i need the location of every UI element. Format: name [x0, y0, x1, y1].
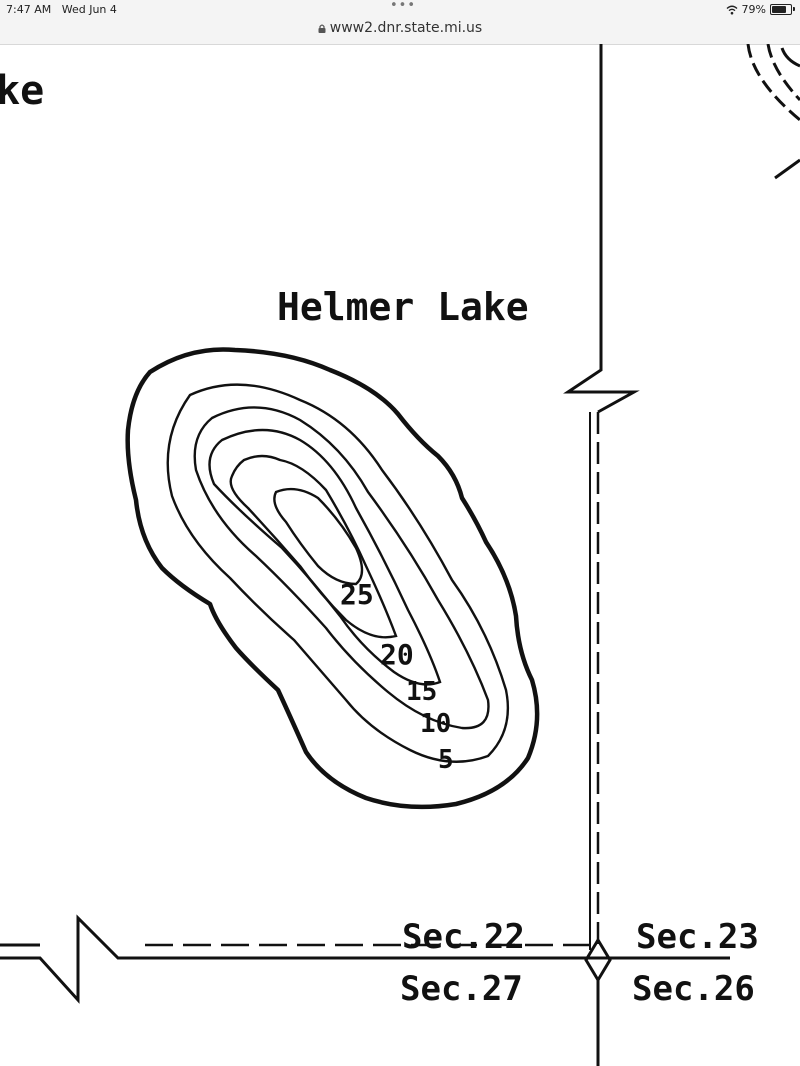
battery-fill	[772, 6, 787, 13]
lake-map: ke 25 20 15 10 5 Helmer Lake	[0, 44, 800, 1066]
section-line-east	[563, 44, 640, 1066]
depth-label-5: 5	[438, 745, 454, 775]
lake-name-label: Helmer Lake	[277, 285, 529, 329]
partial-lake-label: ke	[0, 68, 44, 114]
section-labels: Sec.22 Sec.23 Sec.27 Sec.26	[400, 917, 759, 1009]
section-corner-marker	[584, 937, 612, 983]
contour-20	[229, 454, 398, 639]
depth-label-15: 15	[406, 677, 437, 707]
url-text: www2.dnr.state.mi.us	[329, 20, 483, 36]
clock: 7:47 AM Wed Jun 4	[6, 3, 117, 16]
contour-5	[166, 383, 510, 763]
section-label-26: Sec.26	[632, 969, 755, 1009]
section-label-23: Sec.23	[636, 917, 759, 957]
time-text: 7:47 AM	[6, 3, 52, 16]
contour-labels: 25 20 15 10 5	[340, 578, 454, 775]
more-dots-icon[interactable]: •••	[390, 0, 417, 13]
contour-25	[273, 487, 364, 586]
address-bar[interactable]: www2.dnr.state.mi.us	[0, 20, 800, 36]
lock-icon	[318, 24, 326, 33]
battery-icon	[770, 4, 795, 15]
section-label-27: Sec.27	[400, 969, 523, 1009]
wifi-icon	[726, 5, 738, 14]
depth-label-25: 25	[340, 578, 374, 611]
contour-15	[208, 428, 442, 686]
status-bar: 7:47 AM Wed Jun 4 ••• 79% www2.dnr.state…	[0, 0, 800, 45]
lake-shoreline	[125, 347, 540, 810]
date-text: Wed Jun 4	[61, 3, 117, 16]
road-fragment	[746, 44, 800, 180]
depth-contours	[166, 383, 510, 763]
depth-label-10: 10	[420, 709, 451, 739]
section-label-22: Sec.22	[402, 917, 525, 957]
section-line-south	[0, 914, 730, 1004]
depth-label-20: 20	[380, 638, 414, 671]
contour-10	[193, 406, 490, 730]
battery-indicator: 79%	[726, 3, 795, 16]
battery-percent: 79%	[741, 3, 766, 16]
